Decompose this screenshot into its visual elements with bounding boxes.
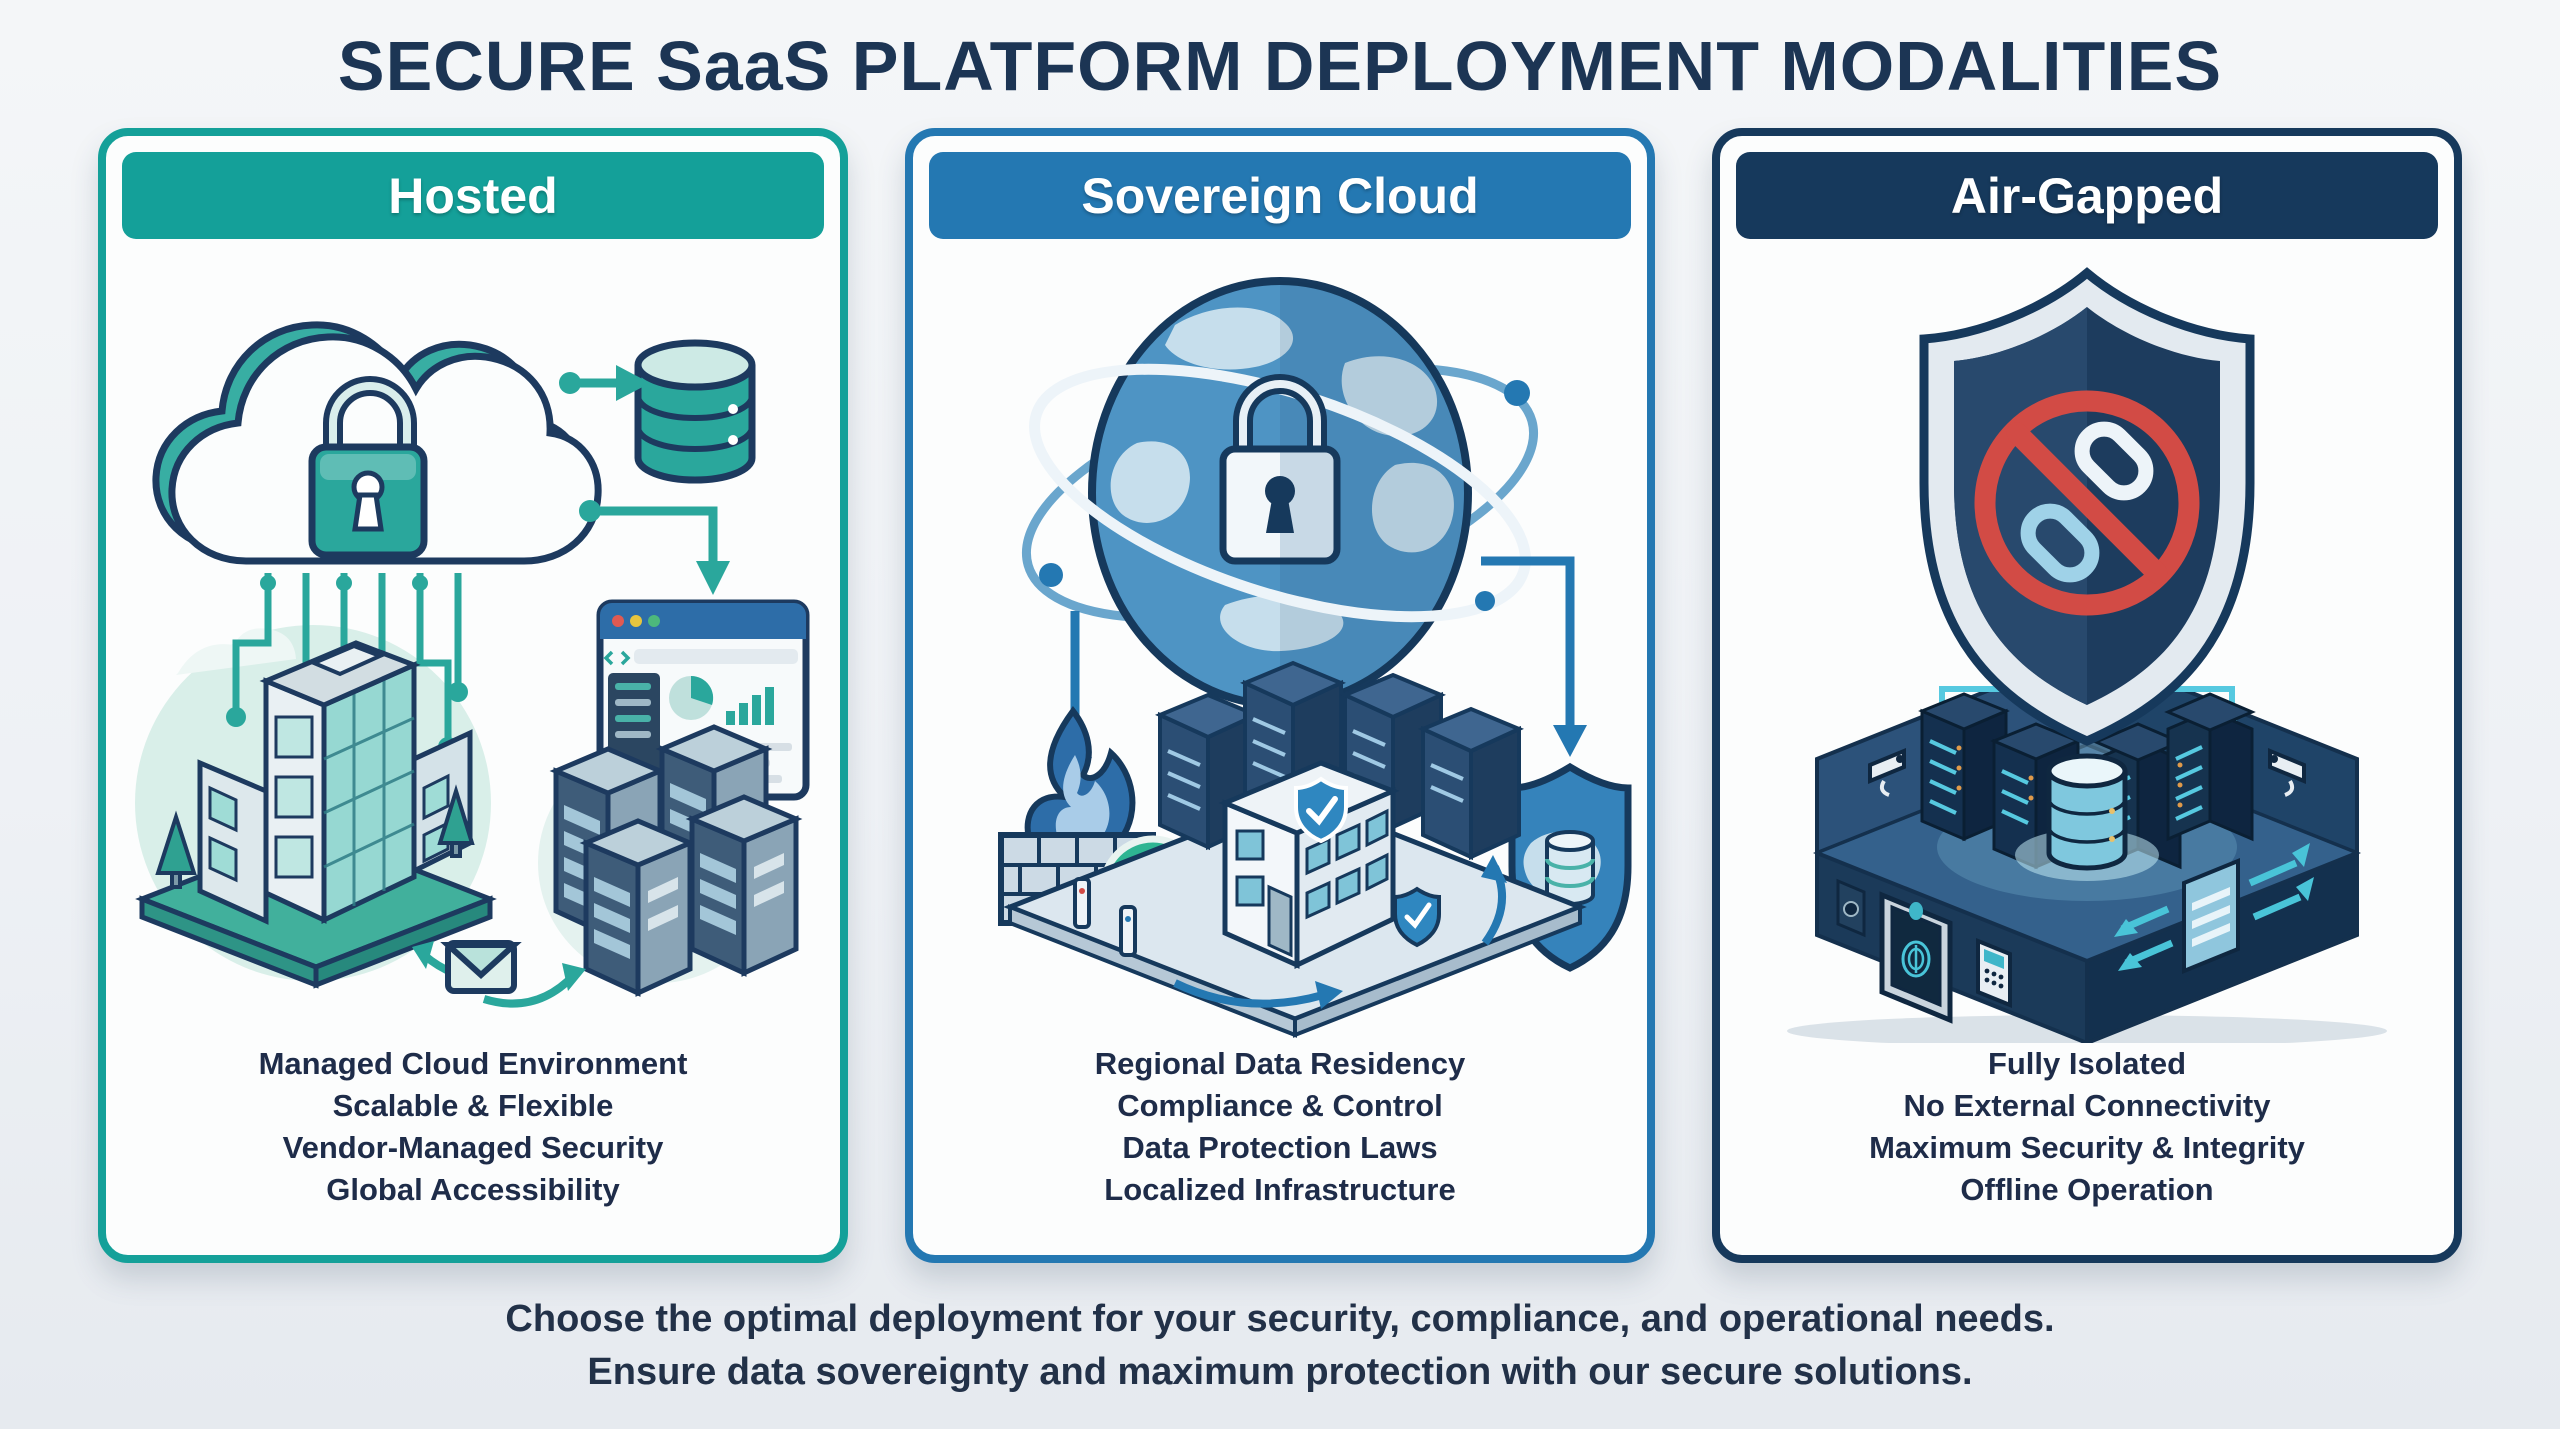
- offline-database-icon: [2015, 753, 2159, 881]
- bar-chart-icon: [726, 687, 774, 725]
- footer-caption: Choose the optimal deployment for your s…: [0, 1293, 2560, 1399]
- orbit-node-dots: [1039, 380, 1530, 611]
- roof-shield-check-icon: [1294, 776, 1348, 844]
- feature-line: Scalable & Flexible: [332, 1088, 614, 1123]
- panel-hosted-illustration: [118, 243, 828, 1043]
- globe-padlock-icon: [1219, 374, 1341, 565]
- cloud-padlock-icon: [308, 376, 428, 559]
- front-shield-check-icon: [1393, 886, 1441, 948]
- panel-row: Hosted: [0, 128, 2560, 1263]
- feature-line: Managed Cloud Environment: [258, 1046, 688, 1081]
- panel-air-gapped-features: Fully Isolated No External Connectivity …: [1720, 1043, 2454, 1255]
- panel-hosted: Hosted: [98, 128, 848, 1263]
- feature-line: Data Protection Laws: [1122, 1130, 1438, 1165]
- security-bollards: [1073, 877, 1137, 957]
- server-rack: [2164, 692, 2256, 842]
- panel-air-gapped-header: Air-Gapped: [1736, 152, 2438, 239]
- locked-cloud-icon: [152, 321, 602, 565]
- panel-sovereign-cloud-illustration: [925, 243, 1635, 1043]
- pie-chart-icon: [669, 675, 714, 720]
- server-tower: [579, 818, 697, 997]
- security-camera-icon: [1868, 748, 1906, 797]
- panel-hosted-features: Managed Cloud Environment Scalable & Fle…: [106, 1043, 840, 1255]
- database-icon: [634, 339, 756, 484]
- arrow-cloud-to-dashboard: [579, 500, 730, 595]
- feature-line: Offline Operation: [1960, 1172, 2214, 1207]
- shield-database-icon: [1545, 830, 1595, 906]
- footer-line-2: Ensure data sovereignty and maximum prot…: [587, 1351, 1973, 1393]
- broken-chain-link-icon: [2020, 421, 2154, 583]
- window-close-dot: [612, 615, 624, 627]
- campus-arrows: [1173, 855, 1507, 1009]
- panel-sovereign-cloud: Sovereign Cloud: [905, 128, 1655, 1263]
- locked-globe-icon: [1088, 277, 1472, 709]
- feature-line: Compliance & Control: [1117, 1088, 1443, 1123]
- footer-line-1: Choose the optimal deployment for your s…: [505, 1298, 2055, 1340]
- blocked-transfer-arrowheads: [2114, 843, 2314, 971]
- feature-line: No External Connectivity: [1903, 1088, 2271, 1123]
- panel-air-gapped: Air-Gapped: [1712, 128, 2462, 1263]
- hosted-scene: [135, 321, 810, 1008]
- window-minimize-dot: [630, 615, 642, 627]
- office-building-icon: [135, 640, 497, 989]
- server-tower: [685, 794, 803, 977]
- feature-line: Localized Infrastructure: [1104, 1172, 1456, 1207]
- sovereign-cloud-scene: [998, 277, 1632, 1038]
- data-center-campus-icon: [1003, 660, 1587, 1038]
- no-connectivity-shield-icon: [1919, 267, 2255, 746]
- feature-line: Regional Data Residency: [1094, 1046, 1466, 1081]
- mail-transfer-icon: [440, 940, 522, 994]
- window-maximize-dot: [648, 615, 660, 627]
- arrow-globe-to-shield: [1481, 556, 1587, 757]
- feature-line: Global Accessibility: [326, 1172, 620, 1207]
- feature-line: Vendor-Managed Security: [282, 1130, 664, 1165]
- arrow-cloud-to-database: [559, 365, 650, 401]
- page-title: SECURE SaaS PLATFORM DEPLOYMENT MODALITI…: [337, 27, 2223, 105]
- fingerprint-glyph: [1901, 940, 1931, 978]
- security-camera-icon: [2268, 748, 2306, 797]
- panel-air-gapped-illustration: [1732, 243, 2442, 1043]
- feature-line: Maximum Security & Integrity: [1869, 1130, 2305, 1165]
- badge-reader-icon: [1836, 878, 1866, 938]
- panel-hosted-header: Hosted: [122, 152, 824, 239]
- feature-line: Fully Isolated: [1987, 1046, 2187, 1081]
- campus-main-building: [1218, 760, 1400, 969]
- keypad-icon: [1976, 938, 2012, 1008]
- fingerprint-door-icon: [1879, 891, 1953, 1024]
- isolated-document-icon: [2182, 858, 2240, 974]
- prohibition-sign-icon: [1974, 390, 2200, 616]
- panel-sovereign-cloud-header: Sovereign Cloud: [929, 152, 1631, 239]
- panel-sovereign-cloud-features: Regional Data Residency Compliance & Con…: [913, 1043, 1647, 1255]
- tree-icon: [155, 784, 475, 889]
- server-racks-icon: [549, 724, 803, 997]
- air-gapped-scene: [1787, 267, 2387, 1043]
